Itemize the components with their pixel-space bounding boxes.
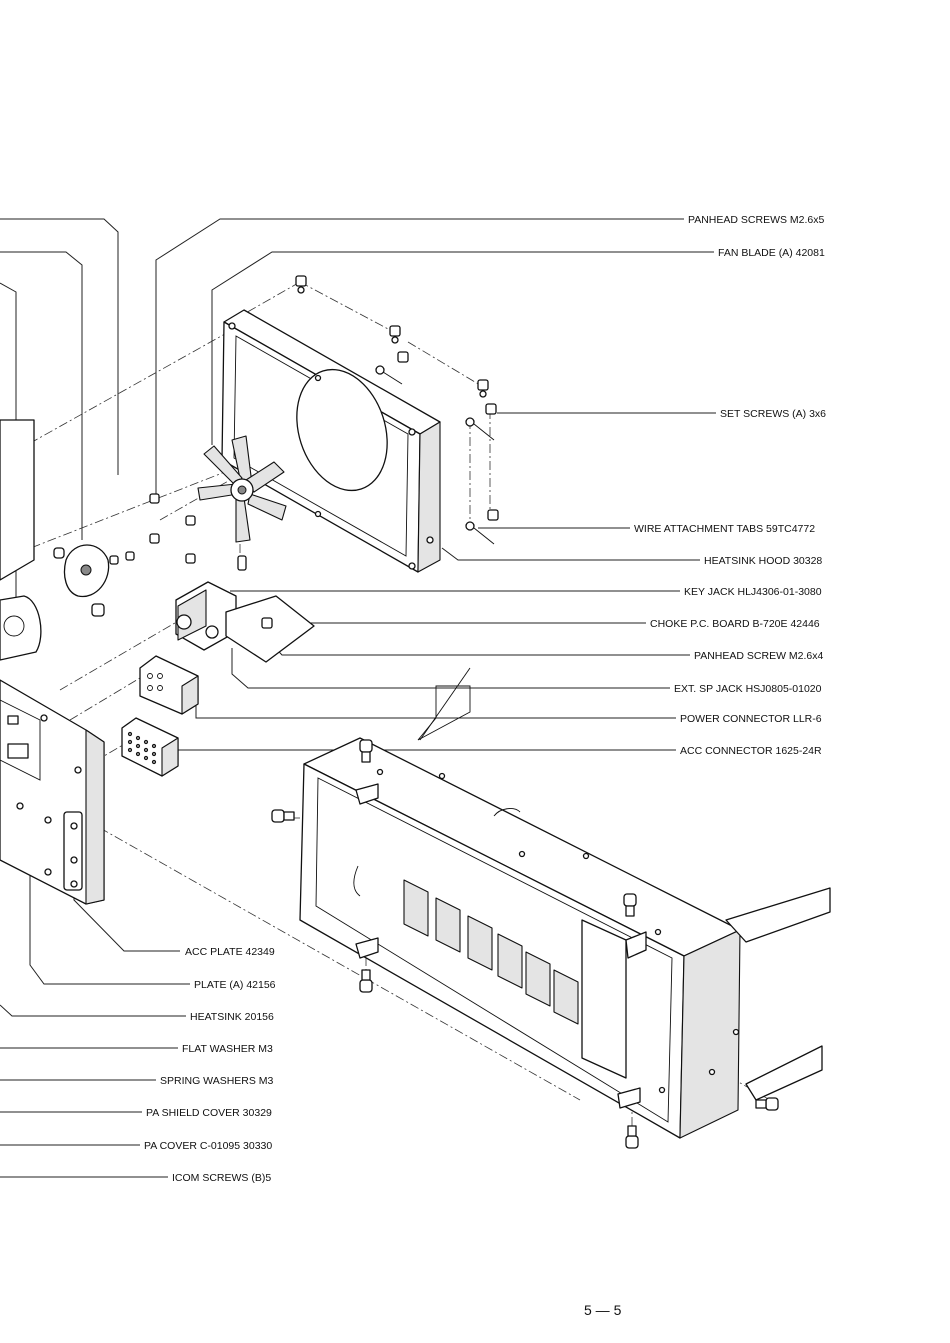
leader-offpage-2 xyxy=(0,251,83,540)
leader-heatsink xyxy=(0,1004,186,1017)
wire-tab-2 xyxy=(465,417,495,441)
label-fan-blade: FAN BLADE (A) 42081 xyxy=(718,247,825,259)
label-ext-sp-jack: EXT. SP JACK HSJ0805-01020 xyxy=(674,683,822,695)
connectors xyxy=(121,655,199,777)
label-panhead-screw-m26x4: PANHEAD SCREW M2.6x4 xyxy=(694,650,823,662)
pa-chassis-box xyxy=(299,667,831,1139)
page-number: 5 — 5 xyxy=(584,1302,622,1318)
label-heatsink: HEATSINK 20156 xyxy=(190,1011,274,1023)
screw-chassis-top xyxy=(359,739,373,763)
label-key-jack: KEY JACK HLJ4306-01-3080 xyxy=(684,586,822,598)
screw-chassis-right xyxy=(755,1097,779,1111)
screw-hood-7 xyxy=(149,493,160,504)
labels-right: PANHEAD SCREWS M2.6x5 FAN BLADE (A) 4208… xyxy=(634,214,826,757)
screw-hood-4 xyxy=(477,379,489,398)
fan-blade xyxy=(197,435,287,571)
label-icom-screws: ICOM SCREWS (B)5 xyxy=(172,1172,271,1184)
label-plate-a: PLATE (A) 42156 xyxy=(194,979,276,991)
label-acc-plate: ACC PLATE 42349 xyxy=(185,946,275,958)
leader-heatsink-hood xyxy=(441,547,700,561)
leader-panhead-screw-m26x4 xyxy=(267,639,690,656)
labels-left: ACC PLATE 42349 PLATE (A) 42156 HEATSINK… xyxy=(144,946,276,1184)
wire-tab-1 xyxy=(375,365,403,385)
wire-tab-3 xyxy=(465,521,495,545)
screw-hood-9 xyxy=(185,515,196,526)
screw-hood-5 xyxy=(485,403,497,415)
label-set-screws: SET SCREWS (A) 3x6 xyxy=(720,408,826,420)
label-choke-pc-board: CHOKE P.C. BOARD B-720E 42446 xyxy=(650,618,820,630)
acc-connector-pins xyxy=(127,731,157,765)
screw-chassis-bottom-left xyxy=(359,969,373,993)
screw-hood-10 xyxy=(185,553,196,564)
label-panhead-screws-m26x5: PANHEAD SCREWS M2.6x5 xyxy=(688,214,824,226)
screw-hood-6 xyxy=(487,509,499,521)
key-jack-choke-board xyxy=(175,581,315,663)
screw-chassis-bottom xyxy=(625,1125,639,1149)
fan-motor xyxy=(0,419,135,661)
hood-screws xyxy=(149,275,499,564)
leader-plate-a xyxy=(29,820,190,985)
label-wire-attachment-tabs: WIRE ATTACHMENT TABS 59TC4772 xyxy=(634,523,815,535)
acc-plate-assembly xyxy=(0,679,105,905)
label-pa-shield-cover: PA SHIELD COVER 30329 xyxy=(146,1107,272,1119)
screw-hood-1 xyxy=(295,275,307,294)
label-flat-washer: FLAT WASHER M3 xyxy=(182,1043,273,1055)
screw-hood-2 xyxy=(389,325,401,344)
leader-panhead-screws-m26x5 xyxy=(155,218,684,500)
label-heatsink-hood: HEATSINK HOOD 30328 xyxy=(704,555,822,567)
screw-hood-3 xyxy=(397,351,409,363)
label-spring-washers: SPRING WASHERS M3 xyxy=(160,1075,274,1087)
leader-ext-sp-jack xyxy=(231,648,670,689)
screw-chassis-mid xyxy=(623,893,637,917)
screw-hood-8 xyxy=(149,533,160,544)
label-power-connector: POWER CONNECTOR LLR-6 xyxy=(680,713,822,725)
label-pa-cover: PA COVER C-01095 30330 xyxy=(144,1140,272,1152)
leader-offpage-1 xyxy=(0,218,119,475)
heatsink-hood xyxy=(221,309,441,573)
label-acc-connector: ACC CONNECTOR 1625-24R xyxy=(680,745,822,757)
chassis-screws xyxy=(271,739,779,1149)
leader-fan-blade xyxy=(211,251,714,445)
screw-chassis-left xyxy=(271,809,295,823)
